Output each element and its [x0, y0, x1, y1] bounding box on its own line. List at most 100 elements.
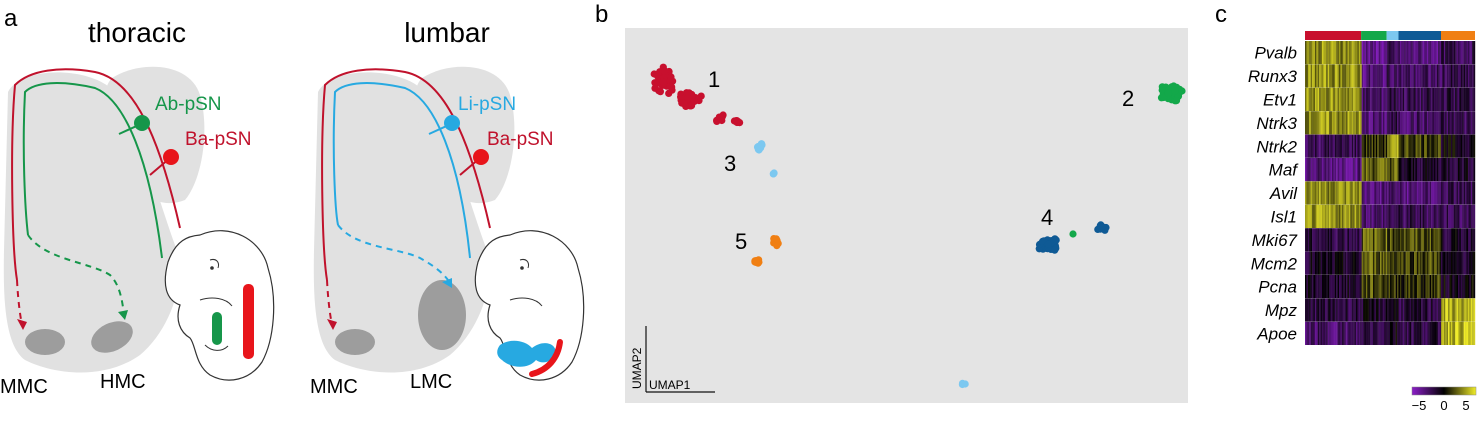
heatmap-cell	[1399, 64, 1402, 88]
heatmap-cell	[1445, 298, 1447, 322]
heatmap-cell	[1314, 64, 1317, 88]
heatmap-cell	[1442, 321, 1445, 345]
heatmap-cell	[1316, 204, 1318, 228]
heatmap-cell	[1334, 181, 1337, 205]
heatmap-cell	[1405, 251, 1408, 275]
heatmap-cell	[1429, 64, 1432, 88]
heatmap-cell	[1421, 64, 1423, 88]
heatmap-cell	[1333, 181, 1335, 205]
heatmap-cell	[1307, 64, 1310, 88]
heatmap-cell	[1381, 134, 1384, 158]
heatmap-cell	[1340, 87, 1343, 111]
heatmap-cell	[1436, 158, 1439, 182]
heatmap-cell	[1368, 228, 1371, 252]
heatmap-cell	[1333, 298, 1335, 322]
heatmap-cell	[1426, 204, 1429, 228]
heatmap-cell	[1390, 158, 1392, 182]
heatmap-cell	[1455, 181, 1457, 205]
heatmap-cell	[1415, 298, 1418, 322]
heatmap-cell	[1382, 275, 1385, 299]
heatmap-cell	[1452, 181, 1454, 205]
heatmap-cell	[1316, 181, 1318, 205]
heatmap-cell	[1367, 251, 1369, 275]
heatmap-cell	[1361, 111, 1364, 135]
heatmap-cell	[1380, 321, 1382, 345]
heatmap-cell	[1467, 204, 1470, 228]
heatmap-cell	[1363, 158, 1365, 182]
heatmap-cell	[1357, 251, 1360, 275]
heatmap-cell	[1316, 321, 1318, 345]
heatmap-cell	[1336, 111, 1338, 135]
heatmap-cell	[1470, 251, 1473, 275]
heatmap-cell	[1473, 228, 1476, 252]
heatmap-cell	[1428, 158, 1430, 182]
heatmap-cell	[1314, 321, 1317, 345]
heatmap-cell	[1356, 321, 1358, 345]
heatmap-cell	[1404, 275, 1406, 299]
heatmap-cell	[1306, 321, 1309, 345]
heatmap-cell	[1327, 204, 1330, 228]
heatmap-cell	[1348, 298, 1351, 322]
heatmap-cell	[1350, 321, 1352, 345]
heatmap-cell	[1309, 134, 1311, 158]
umap-point-c1	[659, 78, 667, 86]
heatmap-cell	[1378, 321, 1381, 345]
heatmap-cell	[1419, 64, 1422, 88]
heatmap-cell	[1314, 87, 1317, 111]
heatmap-cell	[1344, 64, 1347, 88]
heatmap-cell	[1371, 228, 1374, 252]
heatmap-cell	[1452, 251, 1454, 275]
heatmap-cell	[1445, 275, 1447, 299]
heatmap-cell	[1360, 41, 1362, 65]
heatmap-cell	[1401, 111, 1403, 135]
heatmap-cell	[1327, 181, 1330, 205]
heatmap-cell	[1428, 181, 1430, 205]
umap-point-c3	[757, 140, 766, 148]
heatmap-cell	[1425, 275, 1428, 299]
heatmap-cell	[1394, 87, 1396, 111]
heatmap-cell	[1392, 111, 1395, 135]
umap-point-c1	[684, 94, 692, 102]
heatmap-cell	[1322, 87, 1324, 111]
heatmap-cell	[1360, 64, 1362, 88]
heatmap-cell	[1426, 64, 1429, 88]
heatmap-cell	[1320, 204, 1323, 228]
heatmap-cell	[1473, 298, 1476, 322]
heatmap-cell	[1456, 111, 1459, 135]
heatmap-cell	[1307, 204, 1310, 228]
heatmap-cell	[1455, 158, 1457, 182]
heatmap-cell	[1381, 298, 1384, 322]
heatmap-cell	[1354, 228, 1357, 252]
heatmap-cell	[1402, 87, 1405, 111]
heatmap-cell	[1404, 228, 1406, 252]
heatmap-cell	[1375, 321, 1378, 345]
heatmap-cell	[1463, 228, 1466, 252]
heatmap-cell	[1472, 204, 1474, 228]
heatmap-cell	[1433, 111, 1436, 135]
heatmap-cell	[1330, 64, 1333, 88]
heatmap-cell	[1314, 275, 1317, 299]
heatmap-cell	[1463, 134, 1466, 158]
heatmap-cell	[1419, 204, 1422, 228]
heatmap-cell	[1466, 251, 1469, 275]
heatmap-cell	[1473, 111, 1476, 135]
heatmap-cell	[1438, 111, 1440, 135]
heatmap-cell	[1381, 64, 1384, 88]
heatmap-cell	[1472, 87, 1474, 111]
heatmap-cell	[1448, 275, 1450, 299]
heatmap-cell	[1360, 111, 1362, 135]
heatmap-cell	[1344, 275, 1347, 299]
heatmap-cell	[1354, 321, 1357, 345]
heatmap-cell	[1322, 275, 1324, 299]
heatmap-cell	[1391, 181, 1394, 205]
heatmap-cell	[1339, 181, 1341, 205]
heatmap-cell	[1384, 228, 1386, 252]
heatmap-cell	[1407, 41, 1409, 65]
heatmap-cell	[1329, 298, 1331, 322]
heatmap-cell	[1363, 321, 1365, 345]
heatmap-cell	[1408, 158, 1411, 182]
heatmap-cell	[1370, 134, 1372, 158]
heatmap-cell	[1312, 228, 1314, 252]
heatmap-cell	[1360, 275, 1362, 299]
heatmap-cell	[1330, 298, 1333, 322]
